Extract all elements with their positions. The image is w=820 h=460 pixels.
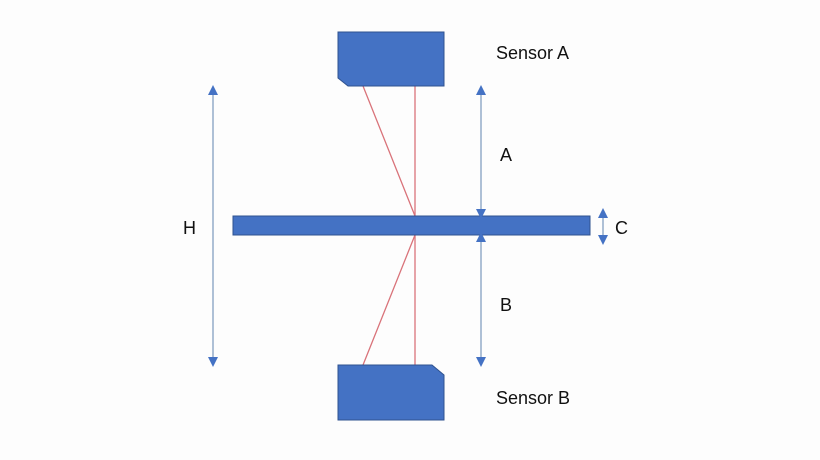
sensor-a-block (337, 31, 445, 87)
dimension-h-label: H (183, 218, 196, 238)
laser-line-b-angled (362, 234, 416, 366)
dimension-a-label: A (500, 145, 512, 165)
sensor-b-label: Sensor B (496, 388, 570, 408)
laser-line-a-angled (362, 85, 416, 217)
measured-plate (232, 215, 591, 236)
sensor-a-label: Sensor A (496, 43, 569, 63)
sensor-b-block (337, 364, 445, 421)
dimension-b-label: B (500, 295, 512, 315)
dimension-c-label: C (615, 218, 628, 238)
